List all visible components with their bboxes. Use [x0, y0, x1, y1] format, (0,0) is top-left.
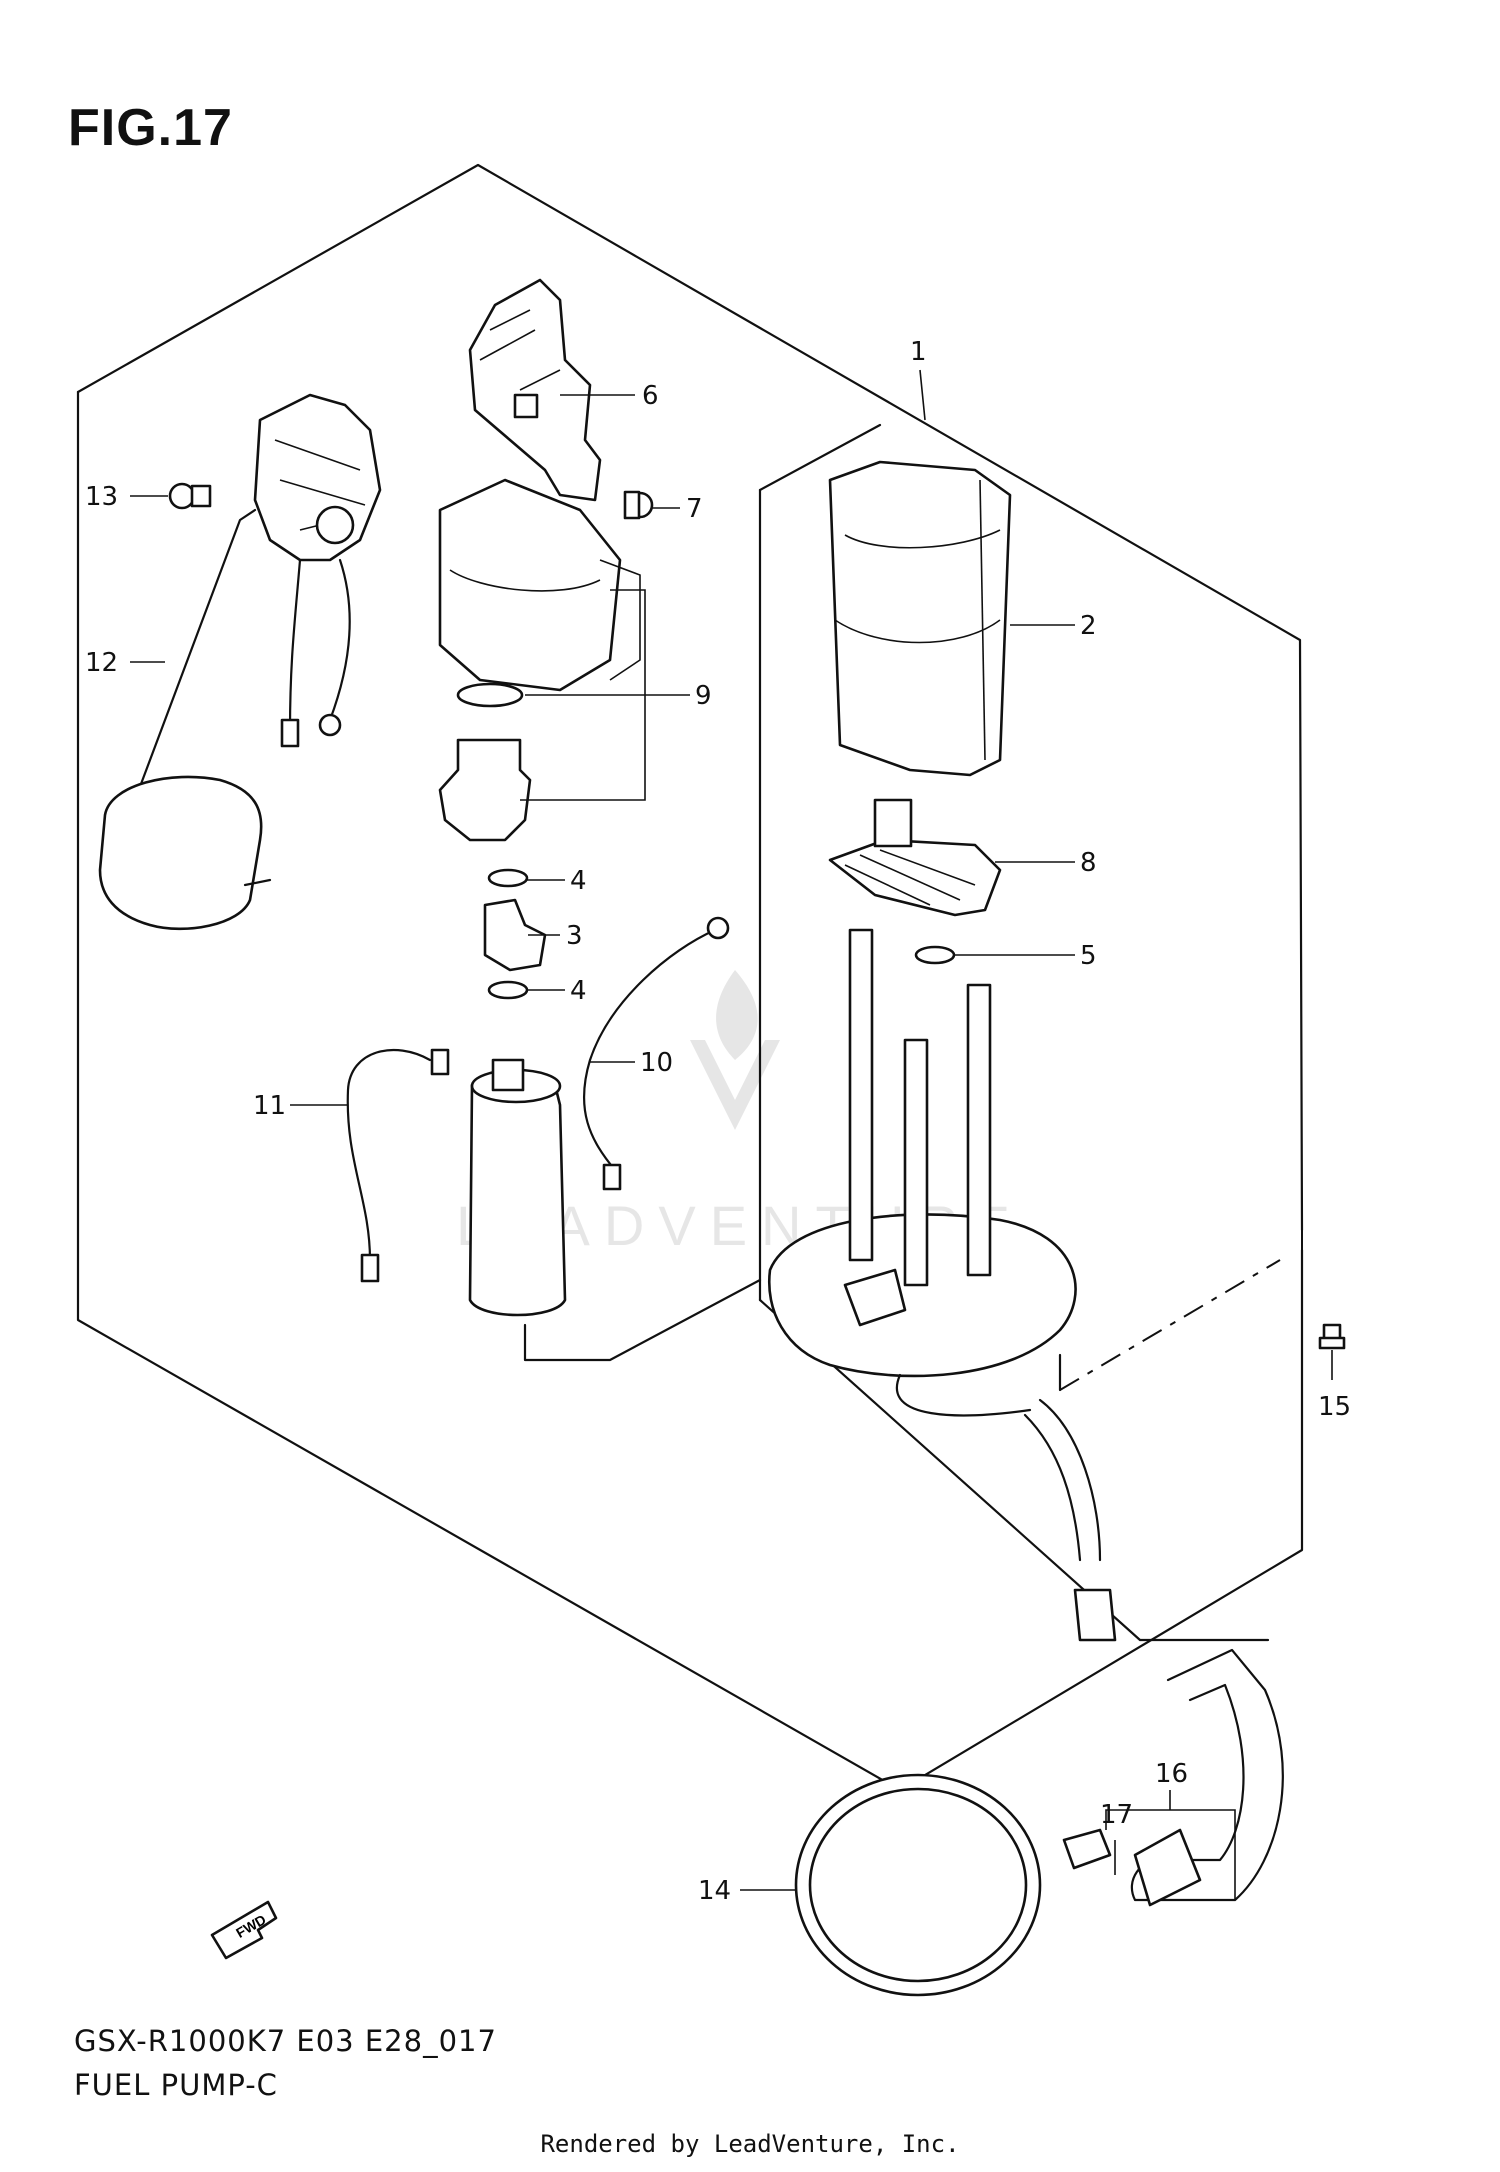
callout-15: 15: [1318, 1392, 1351, 1422]
part-3-pressure-regulator: [483, 898, 547, 972]
fuel-pump-motor: [468, 1058, 567, 1317]
callout-3: 3: [566, 921, 583, 951]
part-13-screw: [168, 482, 212, 510]
part-2-pump-case: [828, 460, 1012, 777]
fuel-hose: [1130, 1648, 1284, 1907]
part-17-clip: [1062, 1828, 1112, 1870]
part-8-fuel-filter: [828, 798, 1002, 917]
part-9-pump-cover: [438, 478, 641, 842]
assembly-frame: [76, 163, 1304, 1792]
callout-8: 8: [1080, 848, 1097, 878]
callout-10: 10: [640, 1048, 673, 1078]
callout-4-lower: 4: [570, 976, 587, 1006]
callout-13: 13: [85, 482, 118, 512]
part-11-lead-wire: [346, 1048, 450, 1283]
part-15-bolt: [1318, 1323, 1346, 1350]
callout-2: 2: [1080, 611, 1097, 641]
leader-lines: [130, 369, 1333, 1900]
callout-4-upper: 4: [570, 866, 587, 896]
callout-17: 17: [1100, 1800, 1133, 1830]
callout-11: 11: [253, 1091, 286, 1121]
part-12-fuel-level-sensor: [98, 393, 382, 931]
callout-5: 5: [1080, 941, 1097, 971]
part-10-lead-wire: [582, 916, 730, 1191]
render-credit: Rendered by LeadVenture, Inc.: [540, 2130, 960, 2158]
callout-12: 12: [85, 648, 118, 678]
model-code: GSX-R1000K7 E03 E28_017: [74, 2024, 497, 2058]
part-7-screw: [623, 490, 654, 520]
section-name: FUEL PUMP-C: [74, 2068, 278, 2102]
callout-14: 14: [698, 1876, 731, 1906]
part-4-o-ring-upper: [487, 868, 529, 888]
part-14-gasket: [794, 1773, 1042, 1997]
callout-labels: 1 2 3 4 4 5 6 7 8 9 10 11 12 13 14 15 16…: [85, 337, 1351, 1906]
callout-6: 6: [642, 381, 659, 411]
fwd-arrow-icon: FWD: [210, 1900, 278, 1960]
part-5-o-ring: [914, 945, 956, 965]
part-6-bracket: [468, 278, 602, 502]
pump-base-plate: [767, 928, 1117, 1642]
figure-title: FIG.17: [68, 99, 233, 157]
part-4-o-ring-lower: [487, 980, 529, 1000]
callout-7: 7: [686, 494, 703, 524]
callout-16: 16: [1155, 1759, 1188, 1789]
pump-assembly-frame: [523, 423, 1303, 1642]
callout-9: 9: [695, 681, 712, 711]
callout-1: 1: [910, 337, 927, 367]
